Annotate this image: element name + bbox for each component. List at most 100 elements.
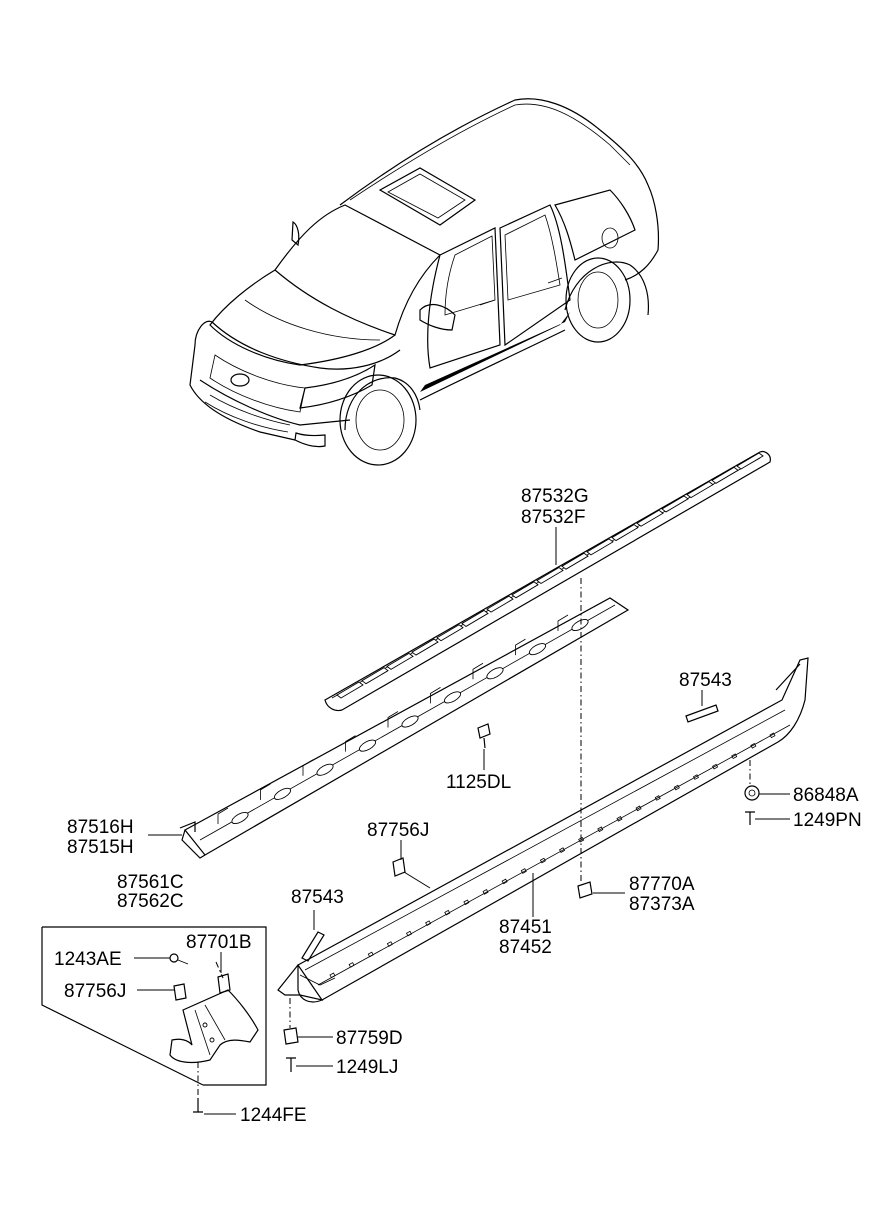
moulding-hole [750, 742, 757, 749]
moulding-hole [731, 753, 738, 760]
label-1249lj: 1249LJ [336, 1057, 398, 1078]
step-pad-slots [336, 452, 764, 699]
moulding-hole [673, 784, 680, 791]
bracket-hole [486, 667, 504, 680]
moulding-hole [367, 951, 374, 958]
label-87532g: 87532G [521, 486, 589, 507]
mounting-bracket [179, 597, 630, 859]
moulding-hole [463, 899, 470, 906]
step-slot [686, 481, 714, 499]
moulding-hole [405, 930, 413, 937]
screw-box-part [169, 953, 189, 965]
step-slot [336, 681, 364, 699]
moulding-hole [654, 795, 661, 801]
step-slot [511, 581, 539, 599]
moulding-hole [692, 774, 699, 780]
label-87543-right: 87543 [679, 670, 732, 691]
screw-bottom-part [193, 1098, 203, 1113]
moulding-holes [329, 732, 776, 979]
bracket-hole [571, 618, 589, 632]
bracket-tab [430, 687, 441, 704]
moulding-hole [425, 920, 432, 926]
step-slot [386, 652, 414, 670]
screw-front-part [286, 1057, 296, 1072]
clip-top-part [392, 857, 406, 877]
leader-lines [134, 527, 790, 1115]
label-87756j-top: 87756J [367, 820, 429, 841]
label-87561c: 87561C [117, 872, 184, 893]
label-87452: 87452 [499, 937, 552, 958]
step-slot [486, 595, 514, 613]
bracket-tab [387, 711, 399, 728]
moulding-hole [559, 847, 566, 853]
bracket-hole [316, 763, 334, 776]
bracket-tab [557, 614, 569, 631]
moulding-hole [501, 878, 508, 885]
step-slot [611, 524, 639, 542]
bracket-tab [260, 783, 271, 800]
label-87516h: 87516H [67, 817, 134, 838]
bracket-holes [217, 614, 589, 825]
label-87532f: 87532F [521, 507, 585, 528]
moulding-hole [329, 972, 336, 979]
bracket-hole [401, 715, 419, 728]
retainer-box-part [217, 973, 231, 994]
label-1249pn: 1249PN [793, 810, 862, 831]
step-slot [586, 538, 614, 556]
label-87759d: 87759D [336, 1028, 403, 1049]
moulding-hole [520, 868, 527, 874]
bracket-hole [528, 643, 547, 656]
bracket-tab [217, 807, 229, 824]
label-87756j-box: 87756J [64, 981, 126, 1002]
moulding-hole [635, 805, 642, 812]
moulding-hole [386, 941, 393, 947]
bracket-tab [472, 662, 484, 680]
moulding-hole [616, 815, 623, 822]
part-labels: 87532G 87532F 87543 1125DL 86848A 1249PN… [54, 486, 862, 1126]
screw-right-part [745, 811, 755, 825]
label-87515h: 87515H [67, 837, 134, 858]
clip-box-part [173, 983, 187, 1001]
mud-flap-inset-box [41, 926, 267, 1086]
label-87770a: 87770A [629, 874, 695, 895]
bracket-hole [443, 691, 462, 704]
label-87543-left: 87543 [291, 887, 344, 908]
step-slot [461, 609, 489, 627]
step-slot [436, 624, 464, 642]
bracket-hole [273, 787, 292, 800]
label-87451: 87451 [499, 917, 552, 938]
moulding-hole [348, 962, 355, 968]
strip-right-part [685, 704, 719, 723]
label-1125dl: 1125DL [446, 772, 511, 793]
side-sill-moulding [277, 657, 809, 1003]
label-86848a: 86848A [793, 785, 859, 806]
moulding-hole [712, 763, 719, 770]
moulding-hole [539, 857, 546, 864]
label-87701b: 87701B [186, 932, 252, 953]
label-1243ae: 1243AE [54, 949, 122, 970]
step-slot [361, 667, 389, 685]
moulding-hole [578, 836, 585, 843]
strip-left-part [301, 931, 325, 962]
nut-right-part [744, 785, 760, 801]
moulding-hole [444, 909, 451, 916]
step-slot [736, 452, 764, 470]
moulding-hole [597, 826, 604, 833]
step-slot [536, 566, 564, 585]
moulding-hole [482, 889, 489, 895]
step-slot [711, 466, 739, 484]
mud-flap-part [169, 989, 259, 1064]
clip-under-part [577, 881, 593, 899]
step-slot [661, 495, 689, 513]
bracket-tab [345, 735, 356, 752]
label-1244fe: 1244FE [240, 1105, 307, 1126]
vehicle-illustration [189, 98, 660, 466]
bracket-hole [231, 811, 249, 825]
bracket-tab [302, 759, 314, 776]
bolt-mid-part [477, 723, 491, 749]
moulding-hole [769, 732, 776, 739]
step-slot [411, 638, 439, 656]
label-87373a: 87373A [629, 894, 695, 915]
bracket-tab [515, 638, 526, 656]
